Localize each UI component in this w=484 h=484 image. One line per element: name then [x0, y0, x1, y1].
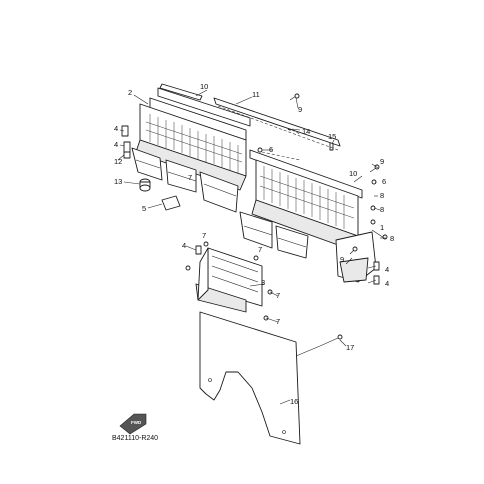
cover-panel: [199, 311, 301, 445]
fwd-arrow-icon: FWD: [119, 413, 147, 435]
center-intake-box: [195, 247, 263, 313]
callout-17: 17: [346, 343, 354, 352]
callout-4: 4: [385, 265, 389, 274]
callout-13: 13: [114, 177, 122, 186]
callout-7: 7: [276, 291, 280, 300]
callout-15: 15: [328, 132, 336, 141]
callout-1: 1: [380, 223, 384, 232]
callout-7: 7: [276, 317, 280, 326]
callout-16: 16: [290, 397, 298, 406]
upper-duct-assembly-right: [239, 149, 377, 283]
callout-4: 4: [385, 279, 389, 288]
grille-left: [145, 114, 243, 173]
callout-10: 10: [349, 169, 357, 178]
callout-11: 11: [252, 90, 260, 99]
callout-7: 7: [202, 231, 206, 240]
callout-6: 6: [269, 145, 273, 154]
callout-4: 4: [114, 124, 118, 133]
callout-7: 7: [188, 173, 192, 182]
callout-4: 4: [114, 140, 118, 149]
callout-8: 8: [380, 191, 384, 200]
grille-right: [259, 166, 355, 229]
assembly-lines: [217, 105, 339, 161]
upper-duct-assembly-left: [131, 87, 251, 213]
callout-6: 6: [382, 177, 386, 186]
callout-3: 3: [261, 278, 265, 287]
callout-leaders: [117, 89, 386, 405]
callout-10: 10: [200, 82, 208, 91]
callout-9: 9: [298, 105, 302, 114]
callout-12: 12: [114, 157, 122, 166]
fwd-label: FWD: [131, 420, 142, 425]
drawing-code: B421110-R240: [112, 435, 158, 442]
callout-4: 4: [182, 241, 186, 250]
callout-labels: 1 2 3 4 4 4 4 4 5 6 6 7 7 7 7 7 8 8 8 9 …: [114, 82, 394, 406]
callout-5: 5: [142, 204, 146, 213]
callout-8: 8: [390, 234, 394, 243]
small-parts: [121, 83, 388, 357]
callout-8: 8: [380, 205, 384, 214]
callout-9: 9: [380, 157, 384, 166]
callout-14: 14: [302, 127, 310, 136]
callout-9: 9: [340, 255, 344, 264]
callout-7: 7: [258, 245, 262, 254]
callout-2: 2: [128, 88, 132, 97]
